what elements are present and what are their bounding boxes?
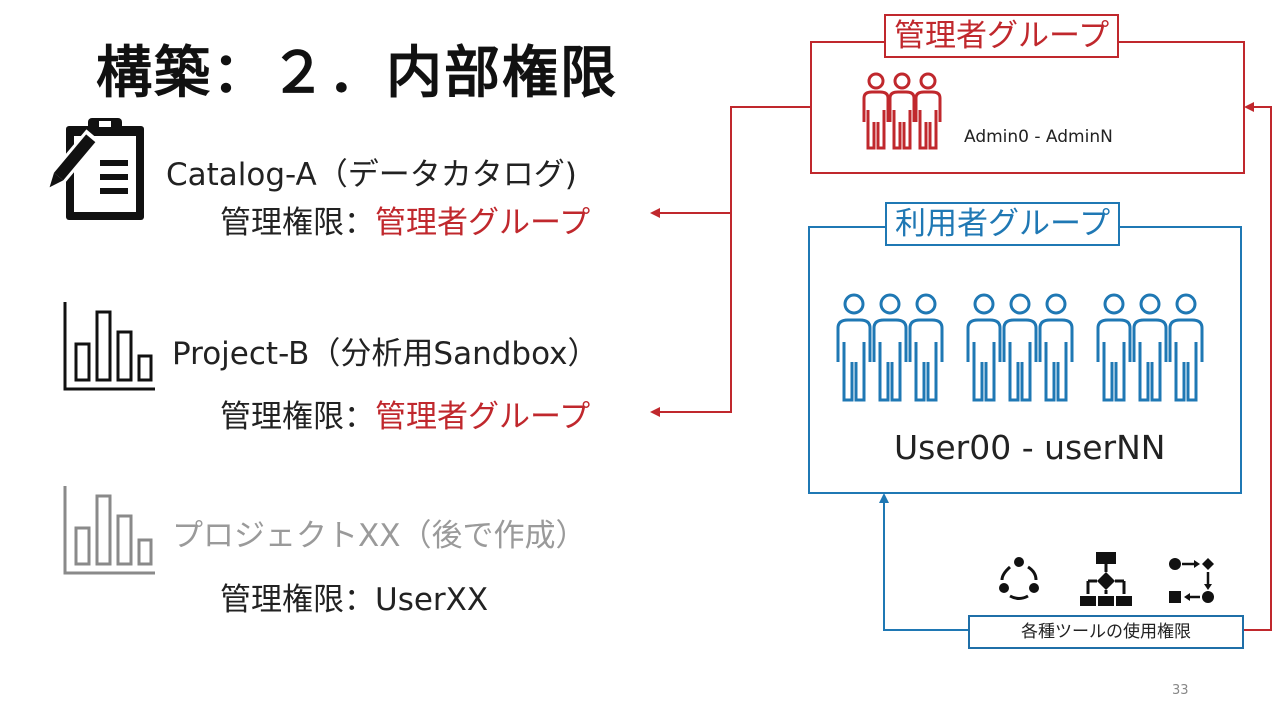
bar-chart-icon [62,300,158,394]
tools-admin-connector [1241,106,1272,631]
permission-value: 管理者グループ [375,399,591,435]
permission-catalog-a: 管理権限：管理者グループ [220,197,590,242]
admin-members: Admin0 - AdminN [964,127,1113,147]
user-members: User00 - userNN [894,428,1166,467]
admin-connector [658,106,811,413]
arrowhead [650,208,660,218]
user-group-label: 利用者グループ [885,202,1121,246]
permission-value: UserXX [375,582,489,618]
permission-project-xx: 管理権限：UserXX [220,574,488,619]
bar-chart-gray-icon [62,484,158,578]
resource-name-project-b: Project-B（分析用Sandbox） [172,336,599,372]
process-icon [1168,556,1216,604]
flowchart-icon [1080,552,1132,608]
permission-value: 管理者グループ [375,205,591,241]
user-people-icon [832,292,1212,404]
admin-group-label: 管理者グループ [884,14,1120,58]
tools-permission-label: 各種ツールの使用権限 [968,615,1244,649]
permission-prefix: 管理権限： [220,205,375,241]
tools-user-connector [883,501,969,631]
cycle-icon [996,556,1042,602]
permission-prefix: 管理権限： [220,399,375,435]
admin-people-icon [858,70,946,152]
page-number: 33 [1172,683,1189,698]
page-title: 構築：２．内部権限 [96,41,618,106]
arrowhead [879,493,889,503]
resource-name-project-xx: プロジェクトXX（後で作成） [172,518,587,554]
clipboard-edit-icon [44,116,150,224]
permission-project-b: 管理権限：管理者グループ [220,391,590,436]
arrowhead [650,407,660,417]
arrowhead [1244,102,1254,112]
permission-prefix: 管理権限： [220,582,375,618]
resource-name-catalog-a: Catalog-A（データカタログ) [166,157,577,193]
